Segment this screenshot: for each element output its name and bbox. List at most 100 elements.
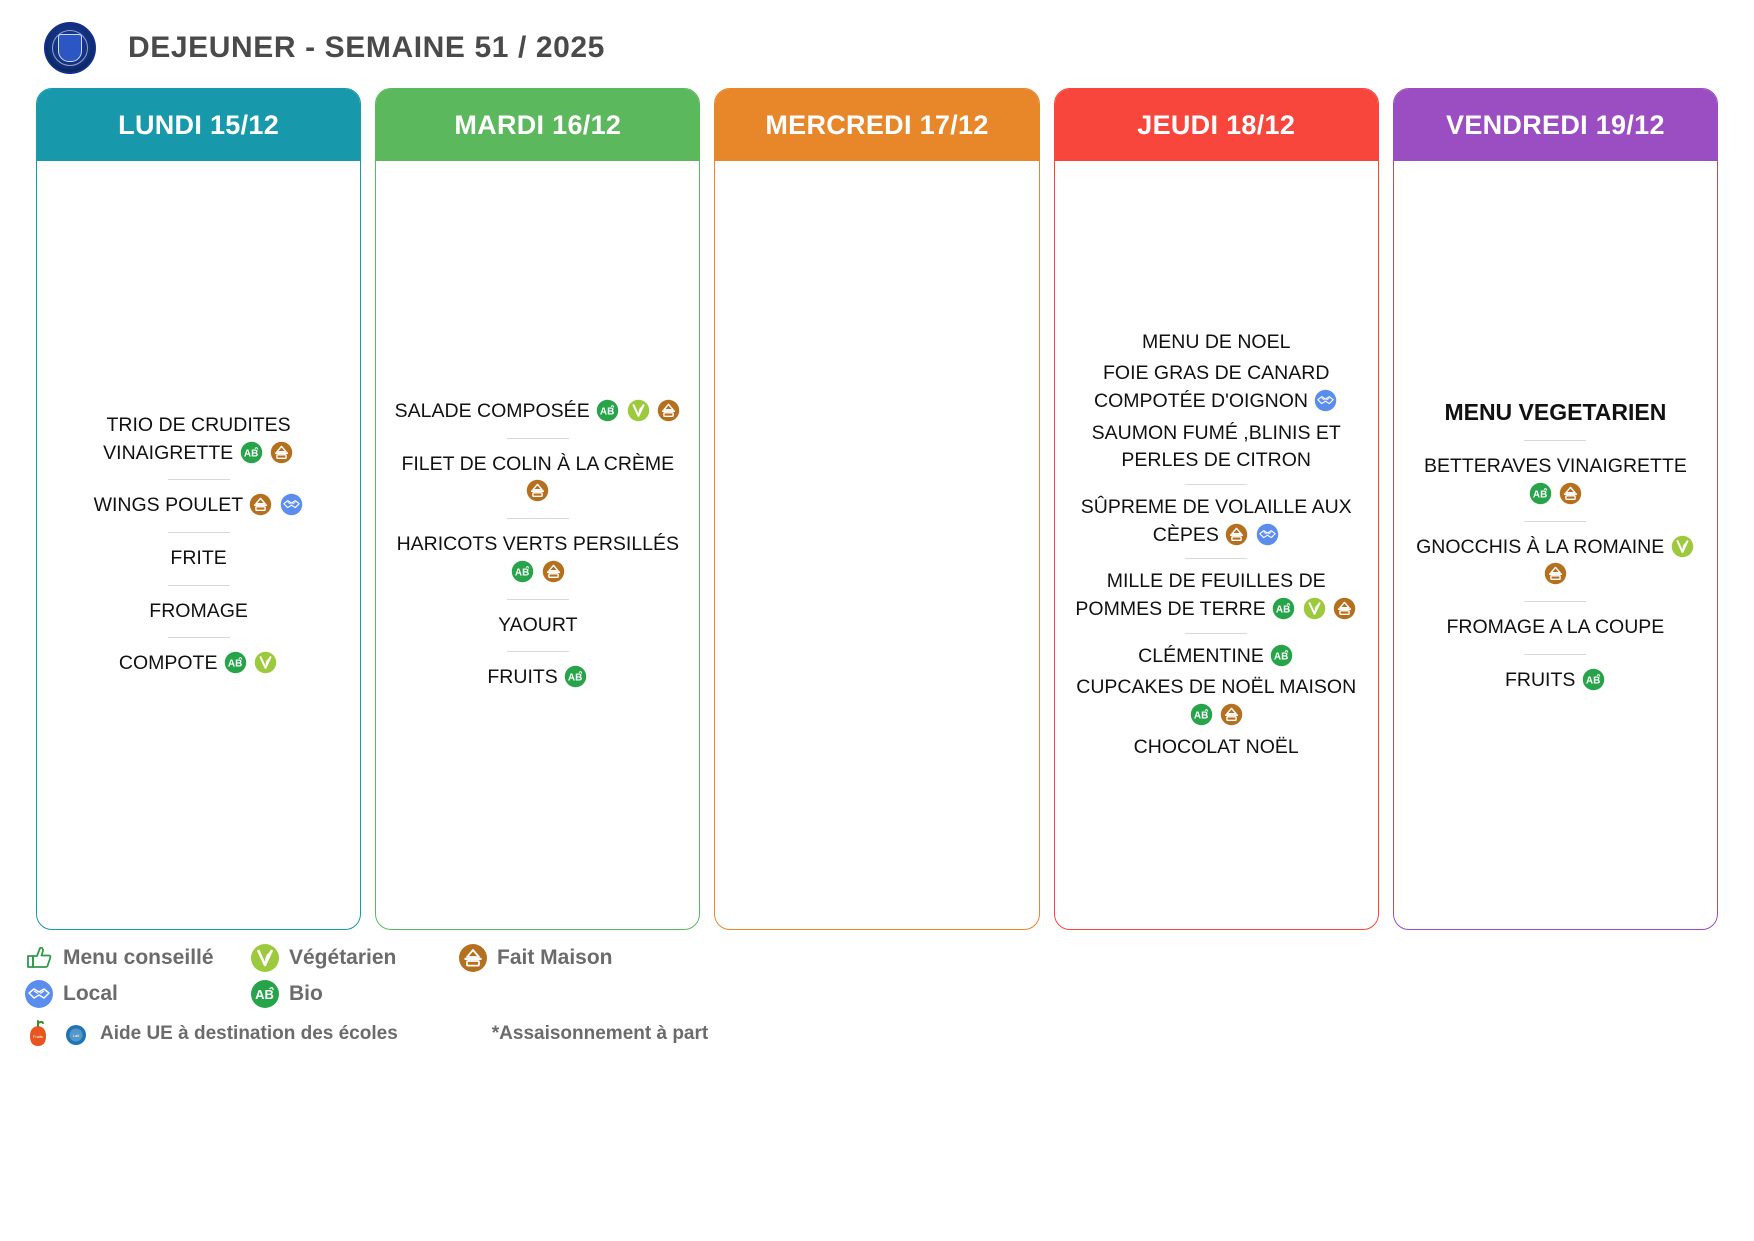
fait-maison-icon	[1333, 597, 1356, 620]
menu-item: FRUITS AB	[388, 659, 687, 697]
menu-item: FRITE	[49, 540, 348, 578]
menu-item-text: SÛPREME DE VOLAILLE AUX CÈPES	[1080, 495, 1352, 546]
item-divider	[506, 518, 569, 520]
menu-item: SAUMON FUMÉ ,BLINIS ET PERLES DE CITRON	[1067, 418, 1366, 477]
menu-item: FROMAGE	[49, 593, 348, 631]
menu-item-text: FOIE GRAS DE CANARD COMPOTÉE D'OIGNON	[1094, 362, 1330, 412]
item-divider	[1185, 483, 1248, 485]
item-divider	[167, 637, 230, 639]
vegetarien-icon	[1303, 597, 1326, 620]
fait-maison-icon	[526, 479, 549, 502]
menu-item: CLÉMENTINE AB	[1067, 641, 1366, 673]
college-jean-rostand-crest	[44, 22, 96, 74]
day-body-jeudi: MENU DE NOEL FOIE GRAS DE CANARD COMPOTÉE…	[1055, 161, 1378, 929]
legend-note-seasoning: *Assaisonnement à part	[491, 1023, 709, 1044]
menu-item-text: SAUMON FUMÉ ,BLINIS ET PERLES DE CITRON	[1091, 421, 1341, 472]
menu-item-text: CUPCAKES DE NOËL MAISON	[1076, 676, 1357, 699]
day-header-mercredi: MERCREDI 17/12	[715, 89, 1039, 161]
day-body-mardi: SALADE COMPOSÉE AB FILET DE COLIN À LA C…	[376, 161, 699, 929]
menu-item-text: FROMAGE	[149, 599, 248, 622]
vegetarien-icon	[627, 399, 650, 422]
day-label-lundi: LUNDI 15/12	[118, 109, 280, 140]
day-header-mardi: MARDI 16/12	[376, 89, 700, 161]
svg-text:Lait: Lait	[73, 1033, 80, 1038]
svg-text:Fruits: Fruits	[33, 1034, 43, 1039]
menu-item: SALADE COMPOSÉE AB	[388, 393, 687, 431]
legend-label-fait-maison: Fait Maison	[497, 946, 613, 969]
bio-icon: AB	[1270, 644, 1293, 667]
item-divider	[167, 584, 230, 586]
bio-icon: AB	[1582, 668, 1605, 691]
day-header-vendredi: VENDREDI 19/12	[1393, 89, 1718, 161]
menu-item: MILLE DE FEUILLES DE POMMES DE TERRE AB	[1067, 566, 1366, 625]
menu-item: COMPOTE AB	[49, 645, 348, 683]
menu-item-text: YAOURT	[498, 613, 578, 636]
local-icon	[1314, 389, 1337, 412]
legend-item-bio: AB Bio	[250, 979, 458, 1009]
bio-icon: AB	[224, 651, 247, 674]
bio-icon: AB	[1190, 703, 1213, 726]
day-card-mercredi: MERCREDI 17/12	[714, 88, 1040, 930]
item-divider	[506, 437, 569, 439]
menu-item: MENU VEGETARIEN	[1406, 391, 1705, 434]
item-divider	[1524, 440, 1587, 442]
day-label-mardi: MARDI 16/12	[454, 109, 622, 140]
menu-item: GNOCCHIS À LA ROMAINE	[1406, 529, 1705, 594]
menu-item-text: MENU VEGETARIEN	[1444, 398, 1667, 425]
menu-item-text: FRUITS	[487, 666, 558, 689]
legend-label-eu-aid: Aide UE à destination des écoles	[100, 1023, 398, 1044]
legend-label-vegetarien: Végétarien	[289, 946, 397, 969]
item-divider	[1185, 558, 1248, 560]
item-divider	[1524, 601, 1587, 603]
svg-text:AB: AB	[1276, 604, 1290, 615]
local-icon	[1256, 523, 1279, 546]
item-divider	[1524, 520, 1587, 522]
menu-item-text: WINGS POULET	[93, 494, 243, 517]
menu-item-text: FILET DE COLIN À LA CRÈME	[401, 452, 675, 475]
vegetarien-icon	[1671, 535, 1694, 558]
menu-item-text: SALADE COMPOSÉE	[394, 400, 590, 423]
menu-item-text: COMPOTE	[118, 652, 218, 675]
menu-item: SÛPREME DE VOLAILLE AUX CÈPES	[1067, 492, 1366, 551]
svg-text:AB: AB	[1533, 489, 1547, 500]
menu-item: FROMAGE A LA COUPE	[1406, 609, 1705, 647]
menu-item: TRIO DE CRUDITES VINAIGRETTE AB	[49, 407, 348, 472]
svg-text:AB: AB	[515, 567, 529, 578]
page-title: DEJEUNER - SEMAINE 51 / 2025	[128, 31, 605, 64]
day-label-jeudi: JEUDI 18/12	[1137, 109, 1296, 140]
bio-icon: AB	[511, 560, 534, 583]
fait-maison-icon	[1220, 703, 1243, 726]
fait-maison-icon	[657, 399, 680, 422]
bio-icon: AB	[240, 441, 263, 464]
bio-icon: AB	[596, 399, 619, 422]
menu-item: CHOCOLAT NOËL	[1067, 732, 1366, 764]
day-header-lundi: LUNDI 15/12	[37, 89, 361, 161]
vegetarien-icon	[254, 651, 277, 674]
fait-maison-icon	[1225, 523, 1248, 546]
menu-item-text: TRIO DE CRUDITES VINAIGRETTE	[103, 413, 291, 464]
eu-fruit-aid-icon: Fruits	[24, 1019, 52, 1049]
bio-icon: AB	[564, 665, 587, 688]
day-label-vendredi: VENDREDI 19/12	[1446, 109, 1665, 140]
day-label-mercredi: MERCREDI 17/12	[765, 109, 989, 140]
legend-label-bio: Bio	[289, 982, 323, 1005]
legend-item-fait-maison: Fait Maison	[458, 943, 613, 973]
bio-icon: AB	[250, 979, 280, 1009]
menu-item: HARICOTS VERTS PERSILLÉS AB	[388, 526, 687, 591]
menu-item: YAOURT	[388, 607, 687, 645]
legend-item-vegetarien: Végétarien	[250, 943, 458, 973]
menu-item-text: CLÉMENTINE	[1138, 644, 1264, 667]
menu-item: FRUITS AB	[1406, 662, 1705, 700]
menu-item: FILET DE COLIN À LA CRÈME	[388, 446, 687, 511]
day-header-jeudi: JEUDI 18/12	[1054, 89, 1378, 161]
svg-text:AB: AB	[244, 448, 258, 459]
fait-maison-icon	[1544, 562, 1567, 585]
item-divider	[506, 651, 569, 653]
menu-item-text: FRUITS	[1504, 668, 1576, 691]
menu-item-text: MENU DE NOEL	[1141, 330, 1291, 353]
legend: Menu conseillé Végétarien F	[0, 930, 1754, 1056]
